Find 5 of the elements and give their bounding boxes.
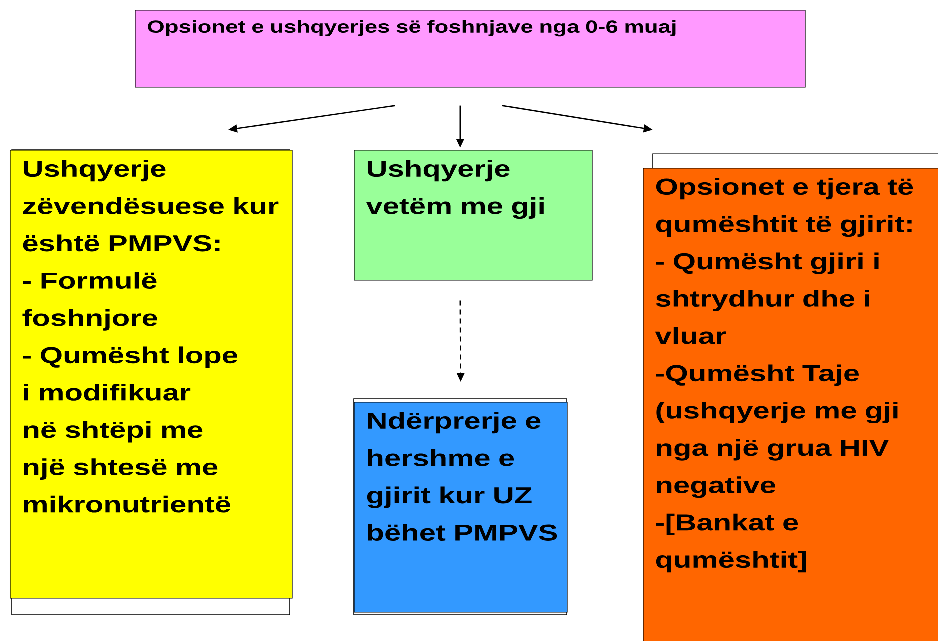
text-box: Ushqyerje vetëm me gji: [354, 150, 593, 281]
text-box: Opsionet e tjera të qumështit të gjirit: - Qumësht gjiri i shtrydhur dhe i vluar -Qumësht Taje (ushqyerje me gji nga një grua HIV negative -[Bankat e qumështit]: [643, 168, 938, 641]
text-box: Ushqyerje zëvendësuese kur është PMPVS: - Formulë foshnjore - Qumësht lope i modifikuar në shtëpi me një shtesë me mikronutrientë: [10, 150, 293, 599]
text-box: Ndërprerje e hershme e gjirit kur UZ bëhet PMPVS: [354, 402, 568, 613]
text-box: Opsionet e ushqyerjes së foshnjave nga 0-6 muaj: [135, 10, 806, 88]
